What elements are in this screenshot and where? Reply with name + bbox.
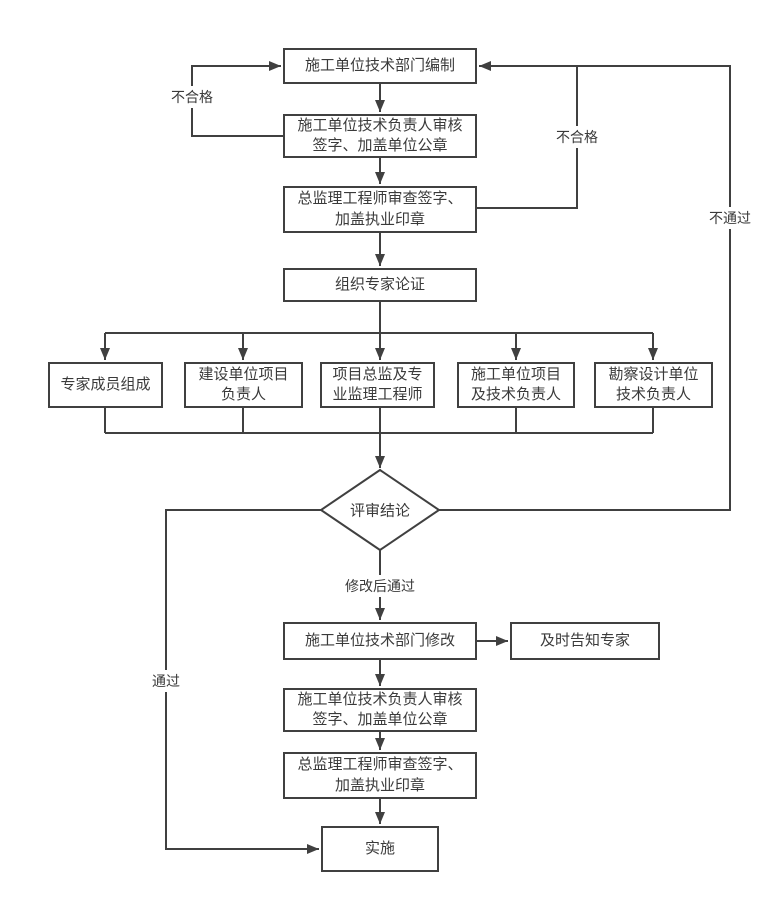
node-modify: 施工单位技术部门修改 xyxy=(283,622,477,660)
node-owner-project-manager: 建设单位项目 负责人 xyxy=(184,362,303,408)
node-chief-engineer-review-2: 总监理工程师审查签字、 加盖执业印章 xyxy=(283,752,477,799)
node-tech-leader-review-2: 施工单位技术负责人审核 签字、加盖单位公章 xyxy=(283,688,477,732)
node-compile: 施工单位技术部门编制 xyxy=(283,48,477,84)
decision-diamond-shape xyxy=(319,468,441,552)
node-implement: 实施 xyxy=(321,826,439,872)
node-organize-experts: 组织专家论证 xyxy=(283,268,477,302)
node-chief-engineer-review-1: 总监理工程师审查签字、 加盖执业印章 xyxy=(283,186,477,233)
node-expert-members: 专家成员组成 xyxy=(48,362,163,408)
edge-label-unqualified-right: 不合格 xyxy=(553,126,601,148)
node-inform-experts: 及时告知专家 xyxy=(510,622,660,660)
edge-not-passed xyxy=(439,61,731,511)
edge-label-unqualified-left: 不合格 xyxy=(168,86,216,108)
node-contractor-leaders: 施工单位项目 及技术负责人 xyxy=(457,362,575,408)
edge-label-passed-after-modification: 修改后通过 xyxy=(342,575,418,597)
node-project-director: 项目总监及专 业监理工程师 xyxy=(320,362,435,408)
node-survey-design-leader: 勘察设计单位 技术负责人 xyxy=(594,362,713,408)
edge-label-not-passed: 不通过 xyxy=(706,207,754,229)
node-tech-leader-review-1: 施工单位技术负责人审核 签字、加盖单位公章 xyxy=(283,114,477,158)
edge-unqualified-right xyxy=(477,66,578,209)
node-review-conclusion: 评审结论 xyxy=(349,502,411,520)
edge-label-passed: 通过 xyxy=(149,670,183,692)
